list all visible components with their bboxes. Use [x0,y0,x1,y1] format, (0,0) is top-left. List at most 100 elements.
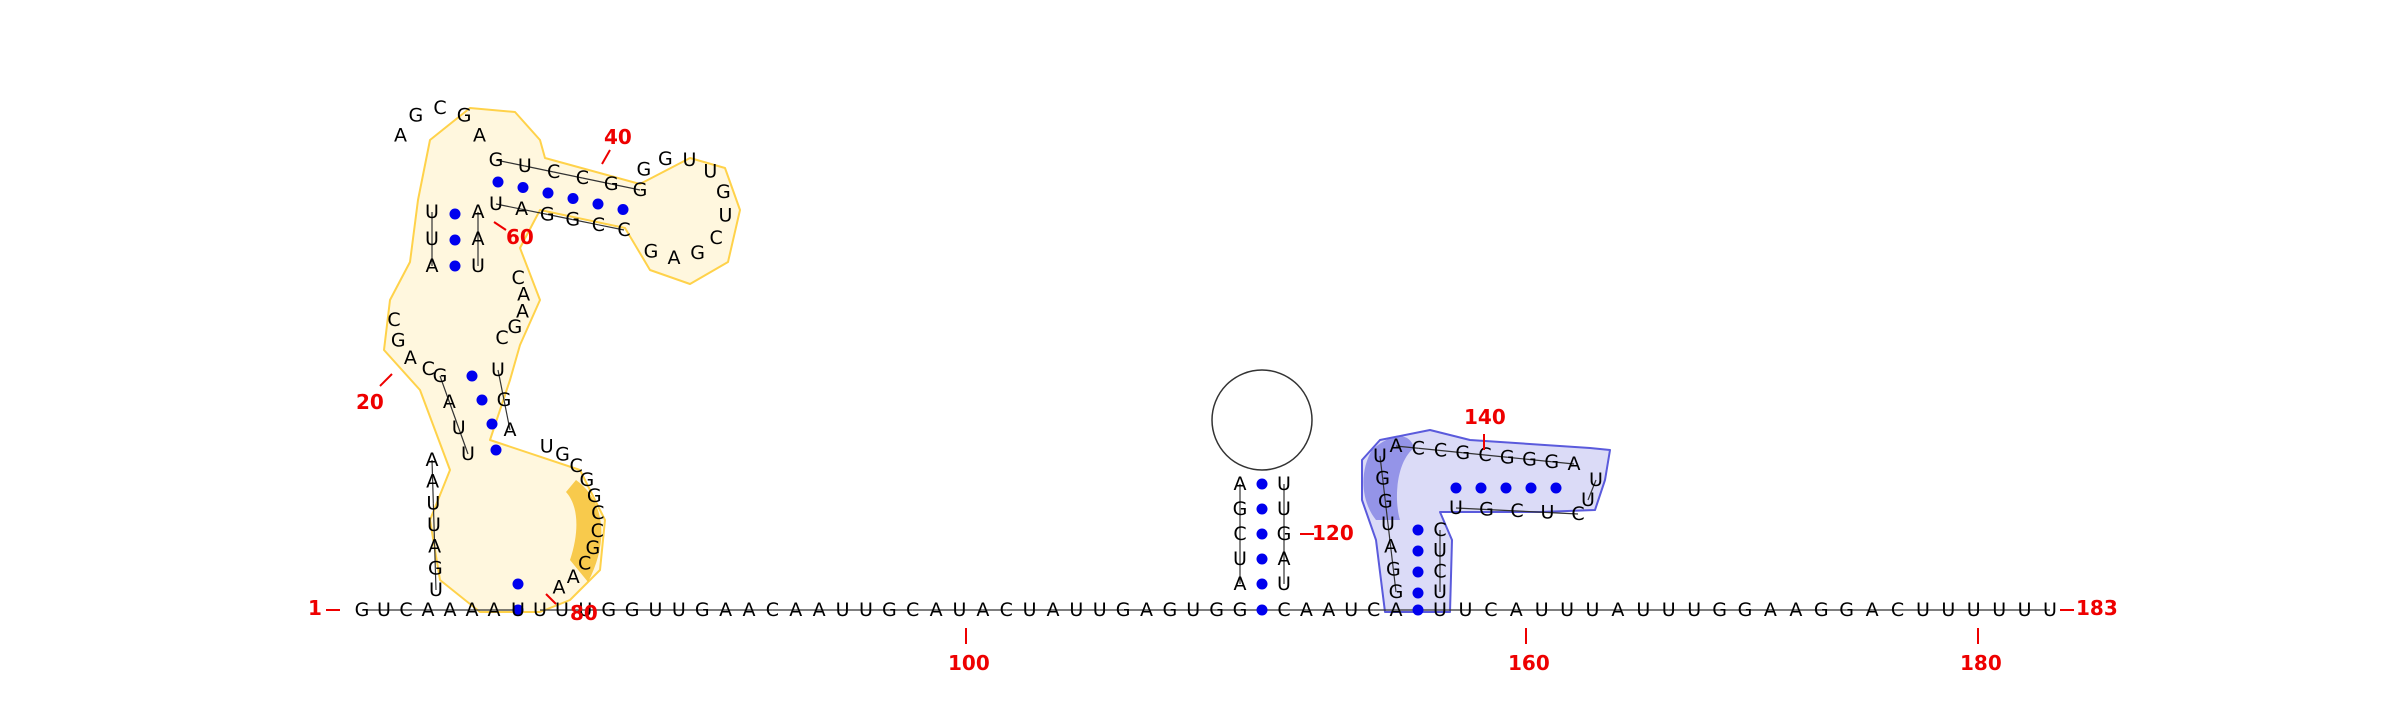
nucleotide: G [585,537,600,559]
nucleotide: G [409,105,424,127]
nucleotide: A [743,599,756,621]
nucleotide: U [1069,599,1083,621]
nucleotide: C [766,599,779,621]
backbone-segment [1455,507,1487,511]
nucleotide: U [1277,573,1291,595]
nucleotide: G [1277,523,1292,545]
backbone-segment [434,546,436,569]
base-pair-dot [466,370,478,382]
nucleotide: A [1234,473,1247,495]
nucleotide: C [1484,599,1497,621]
nucleotide: U [533,599,547,621]
highlight-region [566,480,602,582]
backbone-segment [553,171,583,179]
nucleotide: A [428,536,441,558]
base-pair-dot [1475,482,1487,494]
nucleotide: C [591,502,604,524]
nucleotide: U [1433,540,1447,562]
position-label-1: 1 [308,596,322,620]
nucleotide: C [433,97,446,119]
nucleotide: A [517,283,530,305]
nucleotide: A [719,599,732,621]
nucleotide: G [690,242,705,264]
nucleotide: C [422,358,435,380]
nucleotide: U [1277,473,1291,495]
backbone-segment [497,369,505,401]
nucleotide: G [428,557,443,579]
nucleotide: U [1433,599,1447,621]
nucleotide: A [473,125,486,147]
nucleotide: A [404,347,417,369]
base-pair-dot [517,182,529,193]
highlight-region [1361,429,1611,613]
nucleotide: G [1522,449,1537,471]
backbone-segment [1390,546,1394,570]
backbone-segment [458,427,469,455]
base-pair-dot [1412,604,1424,616]
nucleotide: A [1764,599,1777,621]
nucleotide: U [1233,548,1247,570]
backbone-segment [1418,447,1441,452]
nucleotide: G [355,599,370,621]
nucleotide: G [587,485,602,507]
nucleotide: G [497,389,512,411]
nucleotide: A [1046,599,1059,621]
hairpin-loop-arc [1211,369,1313,471]
nucleotide: C [1233,523,1246,545]
backbone-segment [1440,449,1463,454]
nucleotide: A [668,247,681,269]
nucleotide: A [1568,453,1581,475]
nucleotide: A [515,198,528,220]
nucleotide: G [1544,451,1559,473]
nucleotide: U [718,205,732,227]
nucleotide: G [1455,442,1470,464]
base-pair-dot [617,204,629,215]
nucleotide: G [565,209,580,231]
nucleotide: U [1023,599,1037,621]
nucleotide: U [859,599,873,621]
nucleotide: G [1814,599,1829,621]
base-pair-dot [490,444,502,456]
base-pair-dot [1256,578,1268,590]
nucleotide: A [444,599,457,621]
backbone-segment [1529,458,1552,463]
nucleotide: G [1389,581,1404,603]
nucleotide: C [591,520,604,542]
nucleotide: U [1093,599,1107,621]
position-tick [379,373,393,387]
base-pair-dot [1412,524,1424,536]
nucleotide: U [952,599,966,621]
backbone-segment [524,165,554,173]
nucleotide: C [1412,437,1425,459]
nucleotide: U [1662,599,1676,621]
nucleotide: U [518,155,532,177]
nucleotide: G [658,148,673,170]
base-pair-dot [1256,478,1268,490]
nucleotide: G [1500,446,1515,468]
backbone-segment [1462,452,1486,456]
backbone-segment [547,213,573,221]
base-pair-layer [449,176,1562,616]
nucleotide: U [2018,599,2032,621]
position-label-120: 120 [1312,521,1354,545]
nucleotide: G [1233,498,1248,520]
nucleotide: U [1967,599,1981,621]
position-label-80: 80 [570,601,598,625]
backbone-segment [1392,569,1397,593]
base-pair-dot [1256,604,1268,616]
nucleotide: A [1234,573,1247,595]
nucleotide: C [1277,599,1290,621]
nucleotide: A [567,566,580,588]
backbone-segment [572,219,599,226]
base-pair-dot [449,208,461,220]
nucleotide: A [1384,536,1397,558]
nucleotide: A [553,577,566,599]
nucleotide: C [511,267,524,289]
nucleotide: U [1586,599,1600,621]
position-tick [601,149,611,165]
backbone-segment [1382,478,1386,502]
nucleotide: U [511,599,525,621]
backbone-layer [362,159,2050,611]
nucleotide: U [2043,599,2057,621]
